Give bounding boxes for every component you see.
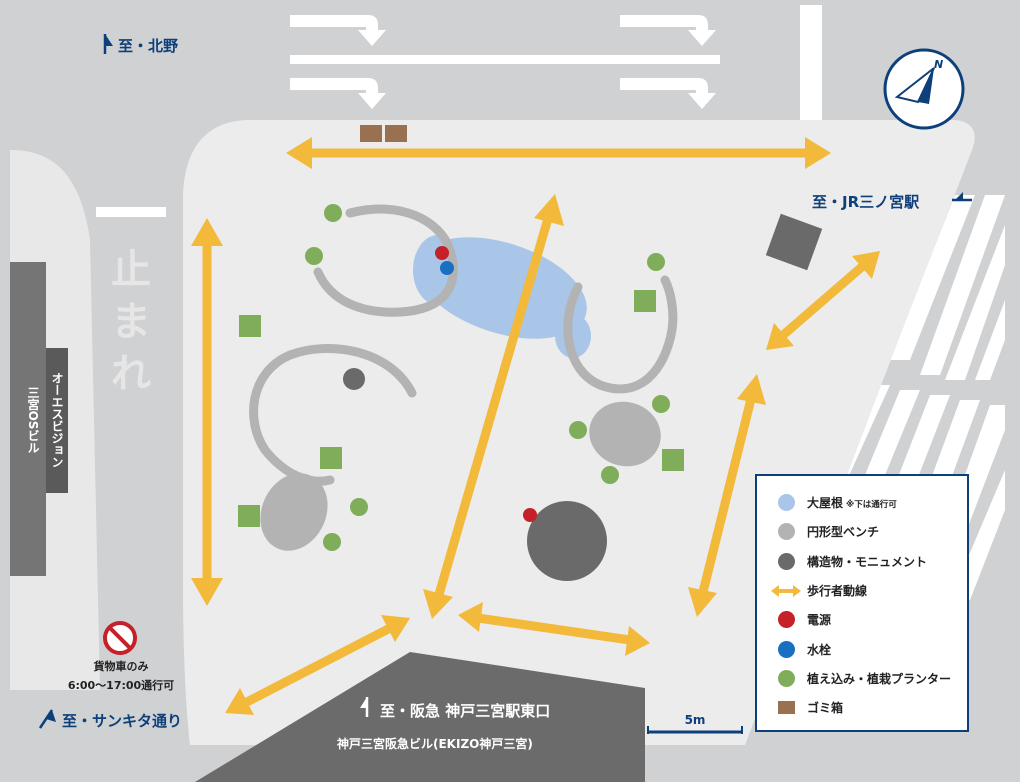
flag-icon-hankyu <box>360 697 369 717</box>
legend-bench-label: 円形型ベンチ <box>807 525 880 540</box>
os-building <box>10 262 46 576</box>
pedestrian-arrows <box>191 137 880 715</box>
walk-arrow-top <box>286 137 831 169</box>
legend-trash-label: ゴミ箱 <box>807 701 844 716</box>
hydrant-swatch-icon <box>777 640 795 658</box>
roof-swatch-icon <box>777 494 795 512</box>
walk-arrow-sankita <box>225 615 410 715</box>
power-outlet <box>435 246 449 260</box>
walk-arrow-bottom <box>458 602 650 656</box>
os-vision-panel <box>46 348 68 493</box>
trash-bin <box>385 125 407 142</box>
monument-square <box>765 213 823 271</box>
lane-line <box>290 55 720 64</box>
lane-arrow-top-2 <box>620 15 716 46</box>
road-marking-stop-2: ま <box>111 299 151 345</box>
water-hydrant <box>440 261 454 275</box>
road-marking-stop-3: れ <box>111 351 151 397</box>
walk-arrow-jr <box>766 251 880 350</box>
walk-arrow-left <box>191 218 223 606</box>
label-hankyu: 至・阪急 神戸三宮駅東口 <box>380 702 550 720</box>
bench-ellipse <box>260 473 328 551</box>
legend-structure: 構造物・モニュメント <box>771 547 967 576</box>
walk-arrow-right <box>688 374 766 617</box>
lane-arrow-mid-1 <box>290 78 386 109</box>
legend-roof: 大屋根※下は通行可 <box>771 488 967 517</box>
compass: N <box>883 48 965 130</box>
road-marking-stop-1: 止 <box>111 247 151 293</box>
power-outlet <box>523 508 537 522</box>
legend-hydrant-label: 水栓 <box>807 642 832 657</box>
label-sankita: 至・サンキタ通り <box>62 712 182 730</box>
legend-planter-label: 植え込み・植栽プランター <box>807 671 952 686</box>
bench-ellipse <box>589 401 661 467</box>
hankyu-building <box>195 652 645 782</box>
legend-power: 電源 <box>771 605 967 634</box>
bench-swatch-icon <box>777 523 795 541</box>
label-jr-sannomiya: 至・JR三ノ宮駅 <box>812 193 920 211</box>
label-os-building: 三宮OSビル <box>26 386 40 453</box>
scale-label: 5m <box>685 713 706 727</box>
label-kitano: 至・北野 <box>118 37 178 55</box>
planter-squares <box>238 290 684 527</box>
legend-hydrant: 水栓 <box>771 634 967 663</box>
lane-arrow-top-1 <box>290 15 386 46</box>
legend-trash: ゴミ箱 <box>771 693 967 722</box>
planter-swatch-icon <box>777 669 795 687</box>
legend-walk-label: 歩行者動線 <box>807 584 868 599</box>
legend: 大屋根※下は通行可 円形型ベンチ 構造物・モニュメント 歩行者動線 電源 水栓 … <box>755 474 969 732</box>
legend-structure-label: 構造物・モニュメント <box>807 554 928 569</box>
lane-line <box>800 5 822 120</box>
legend-roof-note: ※下は通行可 <box>846 500 897 511</box>
flag-icon-jr <box>952 192 972 202</box>
lane-arrow-mid-2 <box>620 78 716 109</box>
scale-bar: 5m <box>647 713 743 734</box>
structure-swatch-icon <box>777 552 795 570</box>
no-entry-icon <box>103 621 137 655</box>
legend-planter: 植え込み・植栽プランター <box>771 664 967 693</box>
compass-north-label: N <box>934 58 943 71</box>
label-truck-only: 貨物車のみ <box>94 659 149 673</box>
label-truck-hours: 6:00〜17:00通行可 <box>68 678 174 692</box>
trash-bin <box>360 125 382 142</box>
bench-arcs <box>249 204 678 486</box>
legend-bench: 円形型ベンチ <box>771 517 967 546</box>
power-swatch-icon <box>777 611 795 629</box>
monument-large <box>527 501 607 581</box>
monument-small <box>343 368 365 390</box>
label-hankyu-building: 神戸三宮阪急ビル(EKIZO神戸三宮) <box>337 736 533 751</box>
trash-swatch-icon <box>777 701 795 715</box>
flag-icon-kitano <box>103 34 113 54</box>
planter-circles <box>305 204 670 551</box>
legend-roof-label: 大屋根※下は通行可 <box>807 496 897 511</box>
legend-power-label: 電源 <box>807 613 832 628</box>
flag-icon-sankita <box>38 709 56 729</box>
label-os-vision: オーエスビジョン <box>50 372 64 468</box>
double-arrow-icon <box>771 584 801 597</box>
walk-arrow-center <box>423 194 564 619</box>
stop-line <box>96 207 166 217</box>
legend-walk: 歩行者動線 <box>771 576 967 605</box>
